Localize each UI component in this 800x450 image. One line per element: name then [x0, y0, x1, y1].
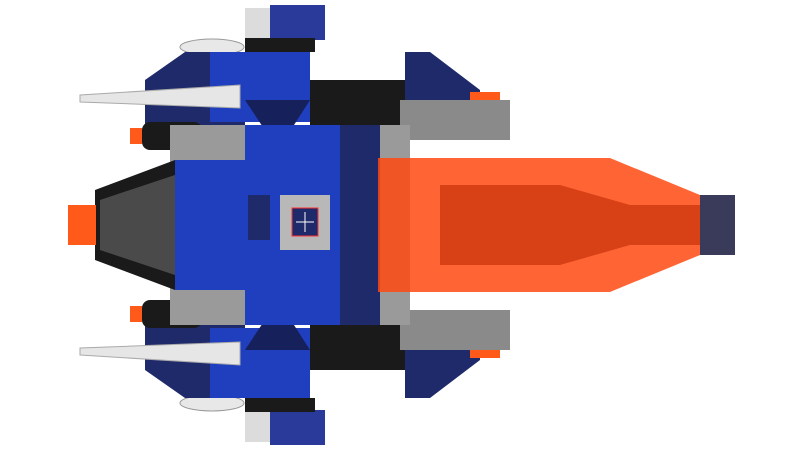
top-engine	[179, 5, 325, 56]
cockpit-console	[280, 195, 330, 250]
top-spike	[79, 84, 241, 109]
bottom-spike	[79, 341, 241, 366]
nose-cone	[68, 160, 175, 290]
central-body	[170, 125, 410, 325]
bottom-engine	[179, 394, 325, 445]
orange-canopy	[378, 158, 735, 292]
